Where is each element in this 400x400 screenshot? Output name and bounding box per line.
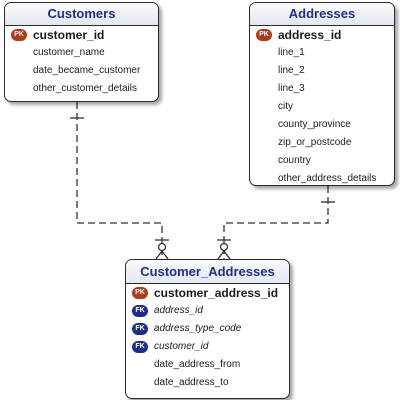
attribute-row: FK address_id xyxy=(126,302,289,320)
attribute-row: PK customer_id xyxy=(5,26,158,44)
attribute-name: date_address_to xyxy=(154,377,229,388)
attribute-name: address_id xyxy=(154,305,203,316)
attribute-row: FK customer_id xyxy=(126,338,289,356)
primary-key-icon: PK xyxy=(132,287,148,299)
attribute-row: country xyxy=(250,152,394,170)
primary-key-icon: PK xyxy=(11,29,27,41)
relationship-addresses-customer-addresses[interactable] xyxy=(217,186,335,260)
attribute-row: PK customer_address_id xyxy=(126,284,289,302)
attribute-row: zip_or_postcode xyxy=(250,134,394,152)
attribute-row: line_2 xyxy=(250,62,394,80)
attribute-row: city xyxy=(250,98,394,116)
attribute-name: address_type_code xyxy=(154,323,242,334)
attribute-name: customer_id xyxy=(154,341,209,352)
attribute-name: address_id xyxy=(278,28,342,42)
attribute-name: customer_address_id xyxy=(154,286,279,300)
attribute-row: date_address_from xyxy=(126,356,289,374)
attribute-name: other_address_details xyxy=(278,173,377,184)
attribute-row: date_became_customer xyxy=(5,62,158,80)
attribute-row: customer_name xyxy=(5,44,158,62)
attribute-name: other_customer_details xyxy=(33,83,137,94)
foreign-key-icon: FK xyxy=(132,305,148,317)
foreign-key-icon: FK xyxy=(132,341,148,353)
attribute-name: zip_or_postcode xyxy=(278,137,352,148)
attribute-name: line_3 xyxy=(278,83,305,94)
attribute-row: other_address_details xyxy=(250,170,394,185)
entity-title: Customers xyxy=(5,3,158,26)
attribute-row: PK address_id xyxy=(250,26,394,44)
attribute-row: FK address_type_code xyxy=(126,320,289,338)
attribute-name: customer_id xyxy=(33,28,105,42)
attribute-name: line_1 xyxy=(278,47,305,58)
attribute-name: date_became_customer xyxy=(33,65,141,76)
attribute-name: country xyxy=(278,155,311,166)
attribute-name: city xyxy=(278,101,293,112)
entity-customers[interactable]: Customers PK customer_id customer_name d… xyxy=(4,2,159,102)
relationship-customers-customer-addresses[interactable] xyxy=(70,102,169,260)
foreign-key-icon: FK xyxy=(132,323,148,335)
attribute-name: date_address_from xyxy=(154,359,241,370)
attribute-name: county_province xyxy=(278,119,351,130)
entity-customer-addresses[interactable]: Customer_Addresses PK customer_address_i… xyxy=(125,259,290,399)
attribute-name: line_2 xyxy=(278,65,305,76)
attribute-row: county_province xyxy=(250,116,394,134)
attribute-name: customer_name xyxy=(33,47,105,58)
attribute-row: line_1 xyxy=(250,44,394,62)
attribute-row: date_address_to xyxy=(126,374,289,392)
entity-title: Addresses xyxy=(250,3,394,26)
entity-addresses[interactable]: Addresses PK address_id line_1 line_2 li… xyxy=(249,2,395,186)
primary-key-icon: PK xyxy=(256,29,272,41)
attribute-row: other_customer_details xyxy=(5,80,158,98)
entity-title: Customer_Addresses xyxy=(126,260,289,284)
attribute-row: line_3 xyxy=(250,80,394,98)
